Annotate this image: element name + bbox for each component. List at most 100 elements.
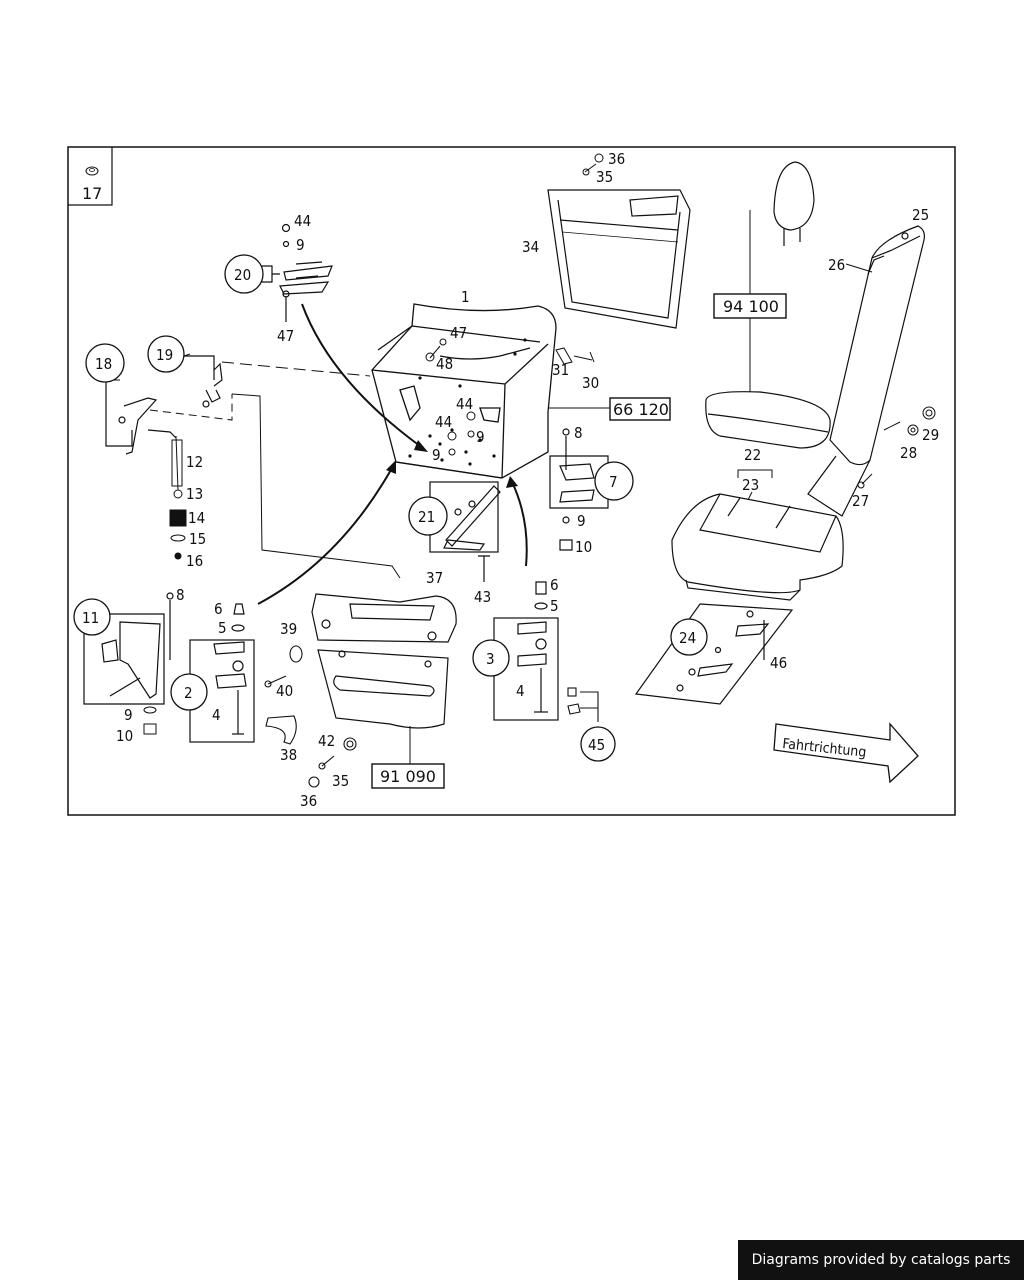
label-9-left: 9 [124,706,133,724]
bracket-18 [105,380,177,455]
corner-tag: 17 [68,147,113,206]
leader-lines [106,210,873,766]
arrow-3-up [511,481,528,567]
label-30: 30 [582,374,599,392]
corner-tag-label: 17 [82,184,102,203]
spring-stack-12-16 [169,435,187,560]
backrest-panel-34 [547,189,691,329]
label-34: 34 [522,238,539,256]
ref-box-94100-label: 94 100 [723,297,779,316]
label-43: 43 [474,588,491,606]
headrest [773,161,815,246]
label-9-mid: 9 [476,428,485,446]
part-labels: 36 35 34 25 26 44 9 47 1 47 48 31 30 44 … [116,150,939,810]
label-8-left: 8 [176,586,185,604]
label-48: 48 [436,355,453,373]
callout-circles [73,254,708,762]
label-6-left: 6 [214,600,223,618]
arrow-21-up [257,467,393,605]
label-36-top: 36 [608,150,625,168]
label-26: 26 [828,256,845,274]
diagram-frame [67,146,956,816]
ref-box-91090-label: 91 090 [380,767,436,786]
label-22: 22 [744,446,761,464]
label-9-low: 9 [432,446,441,464]
callout-7: 7 [609,473,618,491]
label-8-right: 8 [574,424,583,442]
callout-20: 20 [234,266,251,284]
callout-45: 45 [588,736,605,754]
label-6-right: 6 [550,576,559,594]
label-47-base: 47 [450,324,467,342]
armrest-seat-cushion [705,391,831,449]
ref-box-91090: 91 090 [371,763,445,789]
label-1: 1 [461,288,470,306]
label-25: 25 [912,206,929,224]
label-14: 14 [188,509,205,527]
nut-washer-9-10 [143,706,157,735]
label-5-left: 5 [218,619,227,637]
callout-18: 18 [95,355,112,373]
label-4-right: 4 [516,682,525,700]
label-4-left: 4 [212,706,221,724]
label-44-mid: 44 [435,413,452,431]
callout-2: 2 [184,684,193,702]
label-13: 13 [186,485,203,503]
arrowhead-3 [506,476,518,488]
clip-45 [567,687,599,722]
callout-24: 24 [679,629,696,647]
label-47-left: 47 [277,327,294,345]
ref-box-66120-label: 66 120 [613,400,669,419]
seat-panel-37 [311,593,457,643]
label-9-right: 9 [577,512,586,530]
label-35-top: 35 [596,168,613,186]
label-10-left: 10 [116,727,133,745]
label-15: 15 [189,530,206,548]
label-44-right: 44 [456,395,473,413]
label-39: 39 [280,620,297,638]
label-31: 31 [552,361,569,379]
callout-21: 21 [418,508,435,526]
arrow-20-to-base [301,303,421,447]
label-5-right: 5 [550,597,559,615]
label-42: 42 [318,732,335,750]
bracket-19 [184,355,223,408]
label-28: 28 [900,444,917,462]
seat-cushion-23 [671,493,844,601]
label-10-right: 10 [575,538,592,556]
clip-20 [258,223,333,322]
seat-base-1 [371,303,557,479]
dashed-line-19b [149,394,233,421]
label-37: 37 [426,569,443,587]
bracket-7 [549,428,609,551]
label-12: 12 [186,453,203,471]
label-16: 16 [186,552,203,570]
seat-panel-91090 [317,649,449,729]
label-40: 40 [276,682,293,700]
arrowhead-20 [414,440,428,452]
dashed-line-19 [221,361,371,377]
screws-44-47-48 [425,338,595,456]
label-27: 27 [852,492,869,510]
label-46: 46 [770,654,787,672]
credit-banner: Diagrams provided by catalogs parts [738,1240,1024,1280]
label-29: 29 [922,426,939,444]
callout-3: 3 [486,650,495,668]
line-19-to-37 [231,393,401,579]
seat-backrest-25 [807,225,925,517]
label-23: 23 [742,476,759,494]
ref-box-94100: 94 100 [713,293,787,319]
screw-35-36-top [582,153,604,176]
clamp-3 [493,581,559,721]
mounting-plate-24 [634,603,794,705]
label-9-top: 9 [296,236,305,254]
bracket-11 [83,592,174,705]
ref-box-66120: 66 120 [609,397,671,421]
label-35-bottom: 35 [332,772,349,790]
direction-arrow: Fahrtrichtung [773,722,919,784]
callout-numbers: 20 19 18 21 7 11 2 3 45 24 [82,266,696,754]
label-44-top: 44 [294,212,311,230]
screws-27-28-29 [857,406,936,489]
bracket-22-23 [737,469,773,501]
